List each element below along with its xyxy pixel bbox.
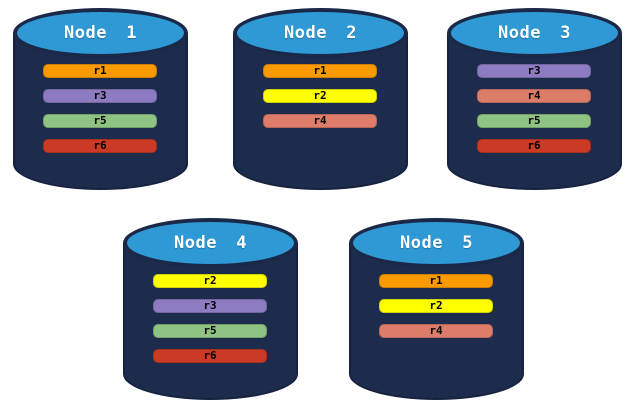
node-5-replica-list: r1 r2 r4 bbox=[379, 274, 493, 349]
node-title: Node 5 bbox=[400, 233, 473, 253]
replica-bar: r6 bbox=[43, 139, 157, 153]
replica-bar: r2 bbox=[263, 89, 377, 103]
node-2-cylinder: Node 2 r1 r2 r4 bbox=[233, 8, 408, 190]
replica-bar: r2 bbox=[153, 274, 267, 288]
node-1-cylinder: Node 1 r1 r3 r5 r6 bbox=[13, 8, 188, 190]
node-1-cylinder-top: Node 1 bbox=[13, 8, 188, 58]
node-2-cylinder-top: Node 2 bbox=[233, 8, 408, 58]
replica-bar: r1 bbox=[263, 64, 377, 78]
node-5-cylinder: Node 5 r1 r2 r4 bbox=[349, 218, 524, 400]
node-5-cylinder-top: Node 5 bbox=[349, 218, 524, 268]
replica-bar: r3 bbox=[477, 64, 591, 78]
node-2-cylinder-body bbox=[233, 33, 408, 190]
node-3-cylinder: Node 3 r3 r4 r5 r6 bbox=[447, 8, 622, 190]
node-title: Node 2 bbox=[284, 23, 357, 43]
replica-bar: r1 bbox=[379, 274, 493, 288]
node-title: Node 4 bbox=[174, 233, 247, 253]
node-4-cylinder-top: Node 4 bbox=[123, 218, 298, 268]
replica-bar: r5 bbox=[477, 114, 591, 128]
node-4-cylinder-body bbox=[123, 243, 298, 400]
node-2-replica-list: r1 r2 r4 bbox=[263, 64, 377, 139]
node-3-cylinder-body bbox=[447, 33, 622, 190]
replica-bar: r6 bbox=[477, 139, 591, 153]
replica-bar: r5 bbox=[43, 114, 157, 128]
node-title: Node 3 bbox=[498, 23, 571, 43]
replica-bar: r3 bbox=[153, 299, 267, 313]
node-5-cylinder-body bbox=[349, 243, 524, 400]
replica-bar: r5 bbox=[153, 324, 267, 338]
node-title: Node 1 bbox=[64, 23, 137, 43]
replica-bar: r1 bbox=[43, 64, 157, 78]
node-1-replica-list: r1 r3 r5 r6 bbox=[43, 64, 157, 164]
replica-bar: r2 bbox=[379, 299, 493, 313]
replica-bar: r4 bbox=[379, 324, 493, 338]
replica-bar: r3 bbox=[43, 89, 157, 103]
node-4-replica-list: r2 r3 r5 r6 bbox=[153, 274, 267, 374]
node-3-cylinder-top: Node 3 bbox=[447, 8, 622, 58]
replica-bar: r4 bbox=[477, 89, 591, 103]
replica-bar: r6 bbox=[153, 349, 267, 363]
node-4-cylinder: Node 4 r2 r3 r5 r6 bbox=[123, 218, 298, 400]
replica-bar: r4 bbox=[263, 114, 377, 128]
node-3-replica-list: r3 r4 r5 r6 bbox=[477, 64, 591, 164]
